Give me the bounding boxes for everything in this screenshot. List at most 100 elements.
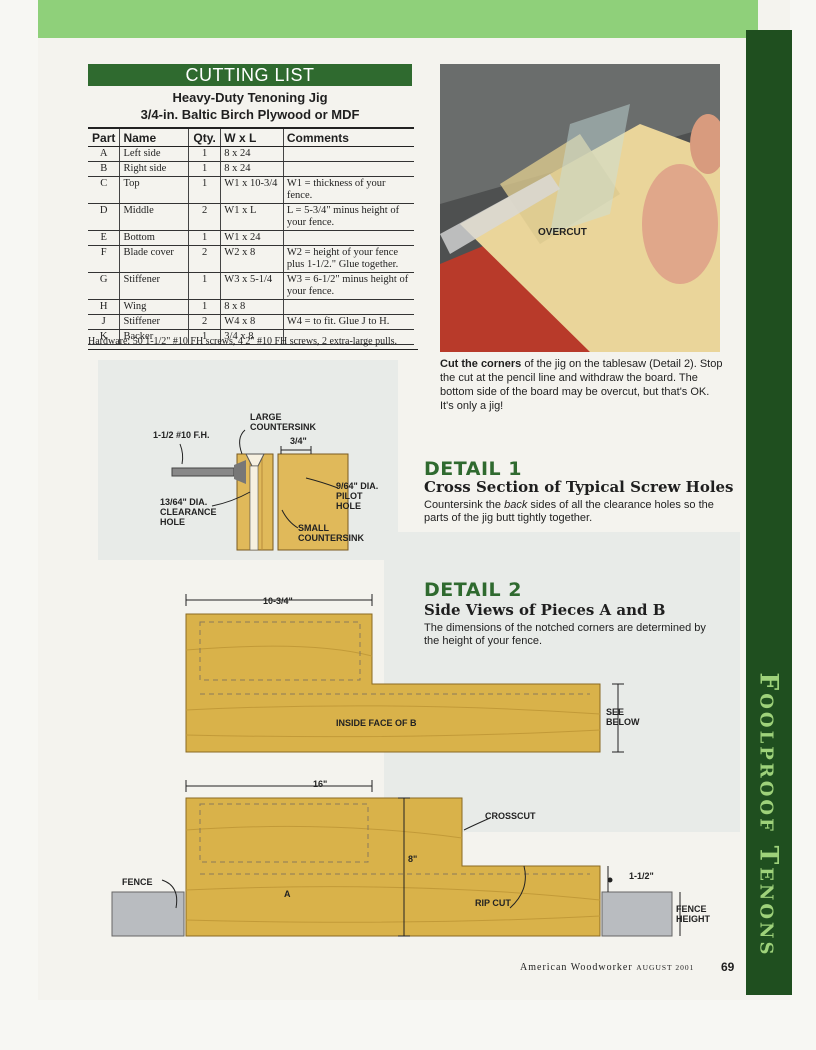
overcut-label: OVERCUT — [538, 227, 587, 238]
part-a-label: A — [284, 889, 291, 899]
cutting-list-cell — [282, 161, 414, 177]
large-countersink-callout: LARGE COUNTERSINK — [250, 412, 317, 432]
cutting-list-cell: 1 — [188, 161, 221, 177]
desc-part: Countersink the — [424, 499, 505, 511]
cutting-list-cell: K — [88, 329, 120, 345]
cutting-list-material: 3/4-in. Baltic Birch Plywood or MDF — [140, 107, 360, 122]
cutting-list-cell: W3 x 5-1/4 — [220, 272, 284, 300]
show-through-panel — [384, 532, 740, 832]
cutting-list-cell: Blade cover — [119, 245, 189, 273]
cutting-list-cell: Wing — [119, 299, 189, 315]
cutting-list-cell: G — [88, 272, 120, 300]
detail-1-label: DETAIL 1 — [424, 458, 522, 480]
cutting-list-cell: 2 — [188, 203, 221, 231]
cutting-list-cell: W1 x L — [220, 203, 284, 231]
crosscut-label: CROSSCUT — [485, 811, 536, 821]
cutting-list-cell: W2 x 8 — [220, 245, 284, 273]
small-countersink-callout: SMALL COUNTERSINK — [298, 523, 365, 543]
screw-callout: 1-1/2 #10 F.H. — [153, 430, 210, 440]
cutting-list-cell: Right side — [119, 161, 189, 177]
dimension-10-3-4: 10-3/4" — [263, 596, 293, 606]
cutting-list-title: Heavy-Duty Tenoning Jig — [172, 90, 328, 105]
cutting-list-header: Qty. — [188, 127, 221, 147]
cutting-list-cell: W3 = 6-1/2" minus height of your fence. — [282, 272, 414, 300]
cutting-list-cell: 1 — [188, 272, 221, 300]
cutting-list-cell: 1 — [188, 146, 221, 162]
cutting-list-cell: 1 — [188, 299, 221, 315]
caption-text: of the jig on the tablesaw (Detail 2). S… — [440, 358, 723, 412]
dimension-16: 16" — [313, 779, 328, 789]
detail-2-label: DETAIL 2 — [424, 579, 522, 601]
cutting-list-header: Name — [119, 127, 189, 147]
cutting-list-cell: F — [88, 245, 120, 273]
detail-2-title: Side Views of Pieces A and B — [424, 601, 666, 619]
cutting-list-cell: W1 x 10-3/4 — [220, 176, 284, 204]
cutting-list-cell: Backer — [119, 329, 189, 345]
desc-emphasis: back — [504, 499, 528, 511]
cutting-list-cell: A — [88, 146, 120, 162]
cutting-list-cell: 1 — [188, 230, 221, 246]
cutting-list-cell: Top — [119, 176, 189, 204]
sidebar-title: Foolproof Tenons — [754, 672, 784, 958]
cutting-list-cell: Left side — [119, 146, 189, 162]
photo-illustration — [440, 64, 720, 352]
cutting-list-cell — [282, 299, 414, 315]
desc-part: sides of all the clearance holes so the … — [424, 499, 714, 524]
cutting-list-cell: 2 — [188, 314, 221, 330]
rip-cut-label: RIP CUT — [475, 898, 511, 908]
sidebar-band — [746, 30, 792, 995]
detail-2-description: The dimensions of the notched corners ar… — [424, 622, 706, 647]
top-color-band — [38, 0, 758, 38]
cutting-list-cell: W1 = thickness of your fence. — [282, 176, 414, 204]
cutting-list-cell: W1 x 24 — [220, 230, 284, 246]
cutting-list-cell — [282, 146, 414, 162]
cutting-list-cell — [282, 230, 414, 246]
cutting-list-cell: H — [88, 299, 120, 315]
cutting-list-cell: W4 = to fit. Glue J to H. — [282, 314, 414, 330]
issue-date: AUGUST 2001 — [636, 963, 695, 972]
tablesaw-photo: OVERCUT — [440, 64, 720, 352]
cutting-list-cell: J — [88, 314, 120, 330]
cutting-list-banner: CUTTING LIST — [88, 64, 412, 86]
inside-face-label: INSIDE FACE OF B — [336, 718, 417, 728]
detail-1-description: Countersink the back sides of all the cl… — [424, 499, 724, 525]
cutting-list-header: Comments — [282, 127, 414, 147]
hardware-note: Hardware: 50 1-1/2" #10 FH screws, 4 2" … — [88, 336, 418, 350]
cutting-list-cell: 8 x 8 — [220, 299, 284, 315]
pilot-hole-callout: 9/64" DIA. PILOT HOLE — [336, 481, 379, 511]
cutting-list-cell: Middle — [119, 203, 189, 231]
cutting-list-cell: Bottom — [119, 230, 189, 246]
page-number: 69 — [721, 960, 735, 974]
see-below-label: SEE BELOW — [606, 707, 640, 727]
dimension-8: 8" — [408, 854, 418, 864]
cutting-list-cell: D — [88, 203, 120, 231]
cutting-list-cell: 2 — [188, 245, 221, 273]
cutting-list-cell: W2 = height of your fence plus 1-1/2." G… — [282, 245, 414, 273]
cutting-list-cell: Stiffener — [119, 272, 189, 300]
cutting-list-header: W x L — [220, 127, 284, 147]
thickness-dimension: 3/4" — [290, 436, 307, 446]
cutting-list-cell: 3/4 x 8 — [220, 329, 284, 345]
detail-2-drawing — [111, 594, 681, 937]
detail-1-title: Cross Section of Typical Screw Holes — [424, 478, 734, 496]
footer-credit: American Woodworker AUGUST 2001 — [520, 962, 694, 973]
cutting-list-cell: C — [88, 176, 120, 204]
fence-height-label: FENCE HEIGHT — [676, 904, 711, 924]
caption-lead: Cut the corners — [440, 358, 522, 370]
cutting-list-cell: W4 x 8 — [220, 314, 284, 330]
cutting-list-header: Part — [88, 127, 120, 147]
dimension-1-1-2: 1-1/2" — [629, 871, 654, 881]
publication-name: American Woodworker — [520, 962, 633, 973]
top-band-tab — [746, 8, 758, 30]
detail-1-drawing — [171, 429, 349, 551]
cutting-list-cell: E — [88, 230, 120, 246]
cutting-list-cell: Stiffener — [119, 314, 189, 330]
cutting-list-cell: 1 — [188, 329, 221, 345]
